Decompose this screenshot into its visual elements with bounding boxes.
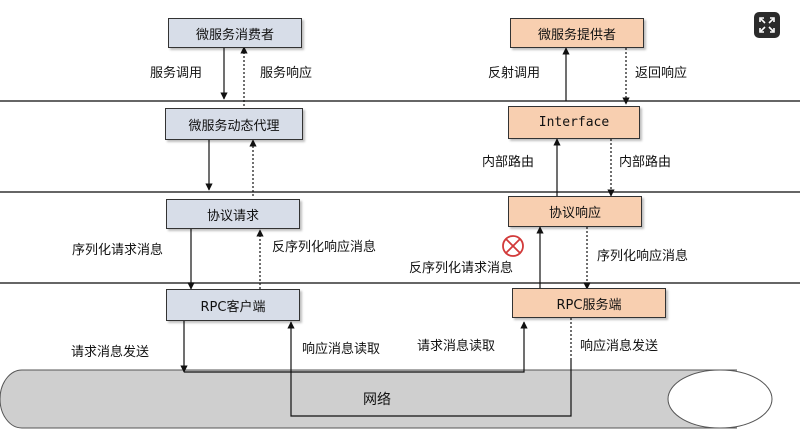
label-read-response: 响应消息读取 <box>302 342 381 357</box>
label-serialize-request: 序列化请求消息 <box>72 243 164 258</box>
label-serialize-response: 序列化响应消息 <box>597 249 689 264</box>
protocol-request-node: 协议请求 <box>166 199 300 229</box>
arrow-read-response <box>287 321 572 417</box>
consumer-node: 微服务消费者 <box>168 18 302 48</box>
network-cylinder <box>0 369 773 429</box>
label-send-request: 请求消息发送 <box>71 345 150 360</box>
label-reflect-call: 反射调用 <box>488 66 541 81</box>
label-deserialize-request: 反序列化请求消息 <box>409 261 514 276</box>
label-internal-route-down: 内部路由 <box>619 155 672 170</box>
label-deserialize-response: 反序列化响应消息 <box>272 240 377 255</box>
rpc-server-node: RPC服务端 <box>512 288 666 318</box>
protocol-response-node: 协议响应 <box>508 196 642 227</box>
label-send-response: 响应消息发送 <box>580 339 659 354</box>
label-internal-route-up: 内部路由 <box>482 155 535 170</box>
arrow-read-request <box>184 321 528 373</box>
expand-icon <box>759 17 775 33</box>
network-label: 网络 <box>363 392 391 408</box>
error-circle-icon <box>502 235 524 257</box>
label-read-request: 请求消息读取 <box>417 339 496 354</box>
provider-node: 微服务提供者 <box>510 18 644 48</box>
proxy-node: 微服务动态代理 <box>165 108 303 140</box>
interface-node: Interface <box>508 106 640 139</box>
label-service-response: 服务响应 <box>260 66 313 81</box>
label-return-response: 返回响应 <box>635 66 688 81</box>
rpc-client-node: RPC客户端 <box>166 289 300 321</box>
expand-button[interactable] <box>754 12 780 38</box>
label-service-call: 服务调用 <box>150 66 203 81</box>
